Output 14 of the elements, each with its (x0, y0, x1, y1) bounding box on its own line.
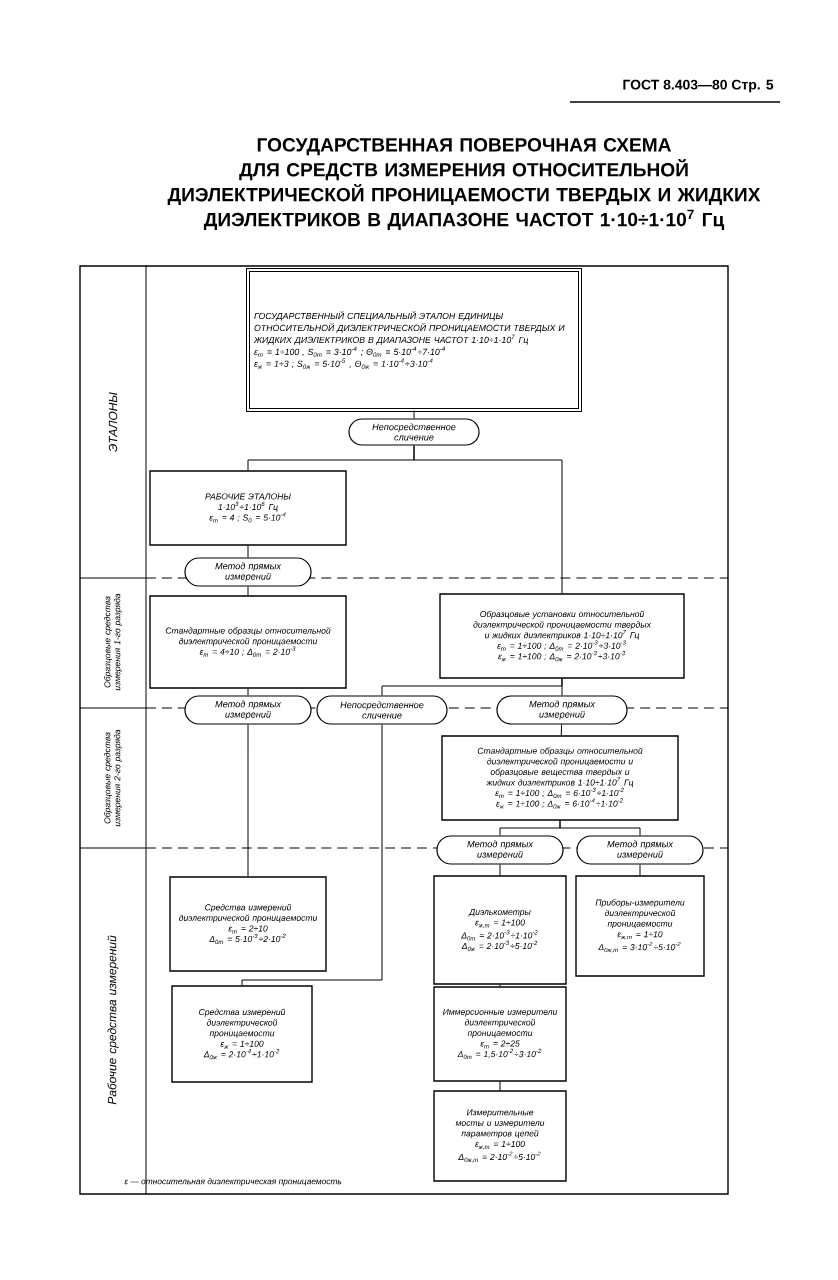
connector-line (413, 445, 563, 594)
connector-line (560, 724, 563, 736)
connector-line (247, 688, 249, 696)
connector-line (561, 678, 563, 696)
connector-line (247, 724, 249, 877)
connector-line (247, 586, 249, 596)
title: ГОСУДАРСТВЕННАЯ ПОВЕРОЧНАЯ СХЕМА ДЛЯ СРЕДСТВ ИЗМЕРЕНИЯ ОТНОСИТЕЛЬНОЙ ДИЭЛЕКТРИЧЕСКОЙ ПРОНИЦАЕМОСТИ ТВЕРДЫХ И ЖИДКИХ ДИЭЛЕКТРИКОВ В ДИАПАЗОНЕ ЧАСТОТ 1·10÷1·10$^{7}$ Гц (167, 138, 761, 230)
connector-line (413, 410, 415, 419)
connector-line (241, 724, 383, 986)
connector-line (247, 545, 249, 558)
connector-line (499, 864, 501, 876)
connector-line (499, 1081, 501, 1091)
connector-line (559, 820, 641, 836)
connector-line (639, 864, 641, 876)
